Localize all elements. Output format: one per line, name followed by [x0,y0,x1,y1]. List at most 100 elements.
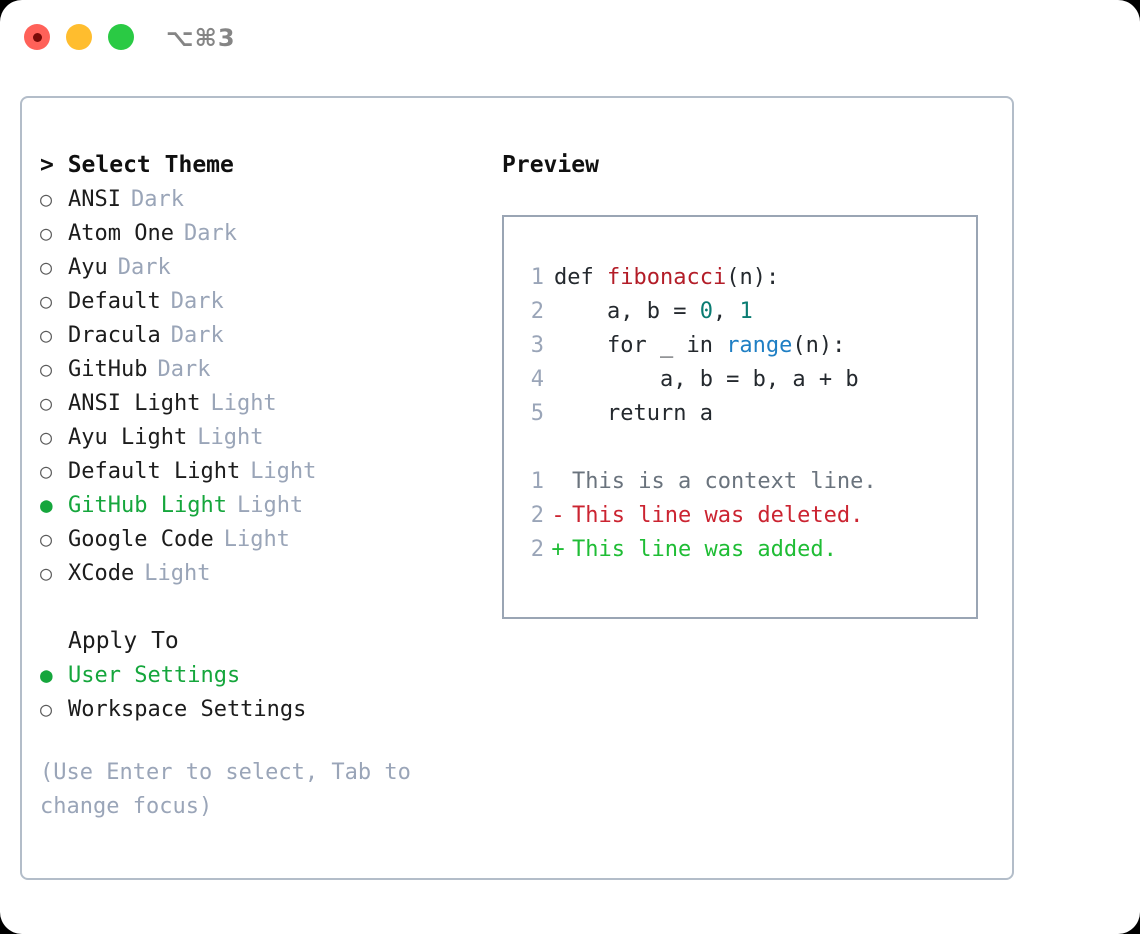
theme-option-label: Default Light [68,459,241,484]
theme-option-label: XCode [68,561,135,586]
theme-option-variant-tag: Light [210,391,277,416]
radio-unselected-icon: ○ [40,289,53,313]
theme-option-dracula[interactable]: ○ Dracula Dark [40,318,470,352]
code-token-call: range [726,333,793,358]
radio-unselected-icon: ○ [40,357,53,381]
apply-to-option-workspace-settings[interactable]: ○ Workspace Settings [40,692,470,726]
diff-line-text: This is a context line. [572,469,877,494]
theme-option-label: Dracula [68,323,161,348]
select-theme-heading: > Select Theme [40,152,234,178]
theme-option-variant-tag: Light [223,527,290,552]
theme-option-variant-tag: Dark [170,323,224,348]
code-line-content: a, b = b, a + b [544,363,859,397]
apply-to-option-label: Workspace Settings [68,697,307,722]
diff-line-number: 2 [530,537,544,562]
diff-line-add: 2 + This line was added. [504,533,976,567]
code-line-content: for _ in range(n): [544,329,845,363]
theme-option-variant-tag: Light [236,493,304,518]
theme-option-label: Ayu Light [68,425,188,450]
diff-sample: 1 This is a context line. 2-This line was… [504,465,976,567]
diff-marker: + [551,537,565,562]
code-token-plain: a, b = b, a + b [554,367,859,392]
maximize-window-button[interactable] [108,24,134,50]
code-line-number: 4 [530,367,544,392]
diff-marker [544,465,572,499]
radio-unselected-icon: ○ [40,527,53,551]
apply-to-heading: Apply To [68,628,179,654]
theme-option-variant-tag: Dark [157,357,211,382]
theme-option-label: ANSI [68,187,121,212]
theme-option-google-code[interactable]: ○ Google Code Light [40,522,470,556]
close-window-button[interactable] [24,24,50,50]
radio-unselected-icon: ○ [40,561,53,585]
theme-option-atom-one[interactable]: ○ Atom One Dark [40,216,470,250]
code-token-plain: , [712,299,740,324]
code-line-number: 5 [530,401,544,426]
radio-unselected-icon: ○ [40,187,53,211]
theme-option-github-light[interactable]: ● GitHub Light Light [40,488,470,522]
theme-option-ansi[interactable]: ○ ANSI Dark [40,182,470,216]
theme-option-label: ANSI Light [68,391,201,416]
apply-to-option-list[interactable]: ● User Settings ○ Workspace Settings [40,658,470,726]
apply-to-option-user-settings[interactable]: ● User Settings [40,658,470,692]
radio-unselected-icon: ○ [40,425,53,449]
radio-unselected-icon: ○ [40,323,53,347]
diff-line-del: 2-This line was deleted. [504,499,976,533]
code-line: 4 a, b = b, a + b [504,363,976,397]
diff-line-number: 2 [530,503,544,528]
theme-option-ayu-light[interactable]: ○ Ayu Light Light [40,420,470,454]
minimize-window-button[interactable] [66,24,92,50]
theme-option-variant-tag: Light [197,425,264,450]
code-token-kw: def [554,265,607,290]
diff-line-text: This line was added. [572,537,837,562]
code-token-plain: (n): [726,265,780,290]
theme-option-label: GitHub Light [68,493,227,518]
code-token-plain: (n): [792,333,846,358]
theme-option-variant-tag: Dark [130,187,184,212]
radio-selected-icon: ● [40,493,53,517]
theme-option-variant-tag: Dark [170,289,224,314]
code-token-plain: return a [554,401,713,426]
theme-option-variant-tag: Dark [117,255,171,280]
code-token-fn: fibonacci [606,265,727,290]
code-line-content: a, b = 0, 1 [544,295,753,329]
theme-option-label: Atom One [68,221,174,246]
title-bar: ⌥⌘3 [0,0,1140,78]
code-token-plain: for _ in [554,333,727,358]
code-token-num: 0 [699,299,713,324]
code-token-num: 1 [739,299,753,324]
theme-option-variant-tag: Light [250,459,317,484]
apply-to-option-label: User Settings [68,663,241,688]
theme-option-default[interactable]: ○ Default Dark [40,284,470,318]
code-line-content: def fibonacci(n): [544,261,779,295]
radio-unselected-icon: ○ [40,697,53,721]
keyboard-shortcut-label: ⌥⌘3 [166,24,236,52]
diff-line-number: 1 [530,469,544,494]
diff-line-text: This line was deleted. [572,503,864,528]
traffic-lights [24,24,134,50]
theme-option-variant-tag: Dark [183,221,237,246]
radio-unselected-icon: ○ [40,221,53,245]
keyboard-hint-text: (Use Enter to select, Tab to change focu… [40,760,425,819]
preview-heading: Preview [502,152,599,178]
theme-option-variant-tag: Light [144,561,211,586]
theme-option-label: Default [68,289,161,314]
theme-option-label: Google Code [68,527,214,552]
code-line-number: 1 [530,265,544,290]
radio-selected-icon: ● [40,663,53,687]
hint-spacer [40,726,470,756]
diff-marker: - [551,503,565,528]
theme-option-xcode[interactable]: ○ XCode Light [40,556,470,590]
